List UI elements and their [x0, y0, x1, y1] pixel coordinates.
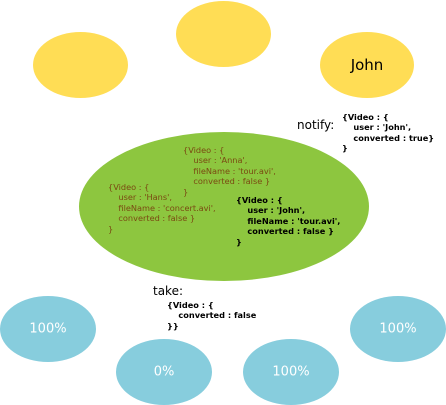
take-label: take:	[153, 284, 184, 298]
worker-node-2: 0%	[116, 339, 212, 405]
queued-message-hans: {Video : { user : 'Hans', fileName : 'co…	[108, 182, 216, 234]
user-node-middle	[176, 1, 271, 67]
notify-message: {Video : { user : 'John', converted : tr…	[342, 112, 435, 154]
queued-message-john: {Video : { user : 'John', fileName : 'to…	[236, 195, 341, 247]
worker-node-4: 100%	[350, 296, 446, 362]
user-node-john: John	[320, 32, 414, 98]
worker-progress-1: 100%	[29, 321, 67, 337]
message-queue	[79, 132, 369, 281]
worker-node-1: 100%	[0, 296, 96, 362]
take-message: {Video : { converted : false }}	[167, 300, 257, 331]
user-name-john: John	[350, 56, 384, 74]
queued-message-anna: {Video : { user : 'Anna', fileName : 'to…	[183, 145, 276, 197]
worker-node-3: 100%	[243, 339, 339, 405]
notify-label: notify:	[297, 118, 335, 132]
worker-progress-2: 0%	[153, 364, 175, 380]
user-node-left	[33, 32, 128, 98]
worker-progress-3: 100%	[272, 364, 310, 380]
worker-progress-4: 100%	[379, 321, 417, 337]
